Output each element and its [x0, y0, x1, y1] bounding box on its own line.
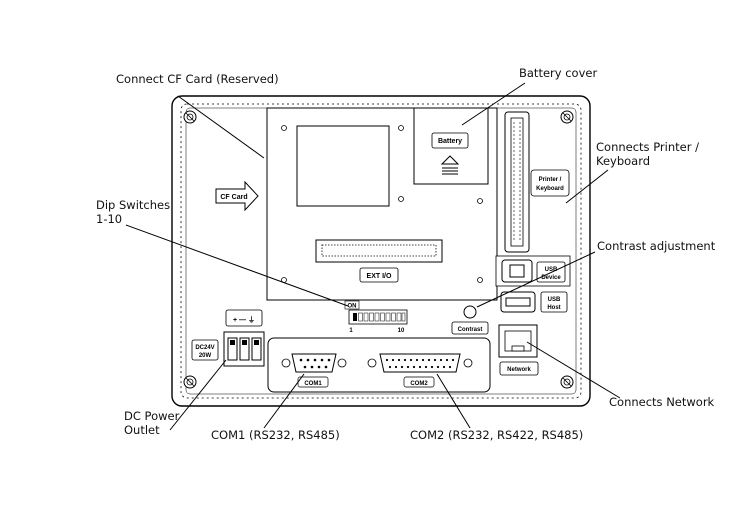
usb-device-port: USB Device: [495, 255, 571, 287]
leader-lines: [125, 82, 621, 431]
com2-panel-label: COM2: [410, 381, 428, 387]
battery-cover: Battery: [413, 107, 489, 185]
printer-keyboard-label-1: Printer /: [539, 177, 562, 183]
com1-callout: COM1 (RS232, RS485): [211, 428, 340, 442]
dip-switches: ON 1 10: [344, 300, 408, 334]
dip-on-label: ON: [348, 304, 357, 310]
cf-card-slot: CF Card: [215, 180, 259, 212]
terminal-block-icon: [223, 331, 265, 367]
db9-icon: [281, 353, 347, 373]
usb-a-icon: [500, 291, 536, 313]
network-callout: Connects Network: [609, 395, 715, 409]
contrast-knob: Contrast: [451, 305, 489, 335]
usb-device-label-2: Device: [541, 275, 561, 281]
dc-callout-line1: DC Power: [124, 409, 180, 423]
screw-icon: [183, 110, 574, 389]
com2-callout: COM2 (RS232, RS422, RS485): [410, 428, 584, 442]
dip-1-label: 1: [349, 328, 353, 334]
printer-keyboard-label-2: Keyboard: [536, 186, 564, 192]
contrast-label: Contrast: [458, 327, 483, 333]
printer-callout-line2: Keyboard: [596, 154, 651, 168]
printer-callout-line1: Connects Printer /: [596, 140, 699, 154]
battery-cover-callout: Battery cover: [519, 66, 598, 80]
dip-callout-line2: 1-10: [96, 212, 123, 226]
dc-power-area: + — ⏚ DC24V 20W: [191, 309, 265, 367]
main-board: EXT I/O: [266, 107, 498, 301]
power-symbol-label: + — ⏚: [233, 316, 255, 324]
dc-label-2: 20W: [199, 353, 212, 359]
cf-card-callout: Connect CF Card (Reserved): [116, 72, 279, 86]
cf-card-label: CF Card: [220, 194, 247, 201]
dc-callout-line2: Outlet: [124, 423, 160, 437]
eject-icon: [440, 155, 460, 175]
printer-port-area: Printer / Keyboard: [504, 111, 570, 253]
usb-host-label-2: Host: [547, 305, 560, 311]
rj45-icon: [498, 324, 538, 358]
dc-label-1: DC24V: [195, 345, 214, 351]
network-port: Network: [498, 324, 539, 376]
usb-device-label-1: USB: [545, 267, 558, 273]
usb-host-port: USB Host: [500, 291, 568, 313]
network-label: Network: [507, 367, 531, 373]
db25-icon: [367, 353, 473, 373]
ext-io-label: EXT I/O: [367, 273, 392, 280]
com1-panel-label: COM1: [304, 381, 322, 387]
usb-host-label-1: USB: [548, 297, 561, 303]
usb-b-icon: [501, 259, 533, 283]
dip-callout-line1: Dip Switches: [96, 198, 171, 212]
contrast-callout: Contrast adjustment: [597, 239, 716, 253]
battery-label: Battery: [438, 138, 462, 145]
dip-10-label: 10: [398, 328, 405, 334]
